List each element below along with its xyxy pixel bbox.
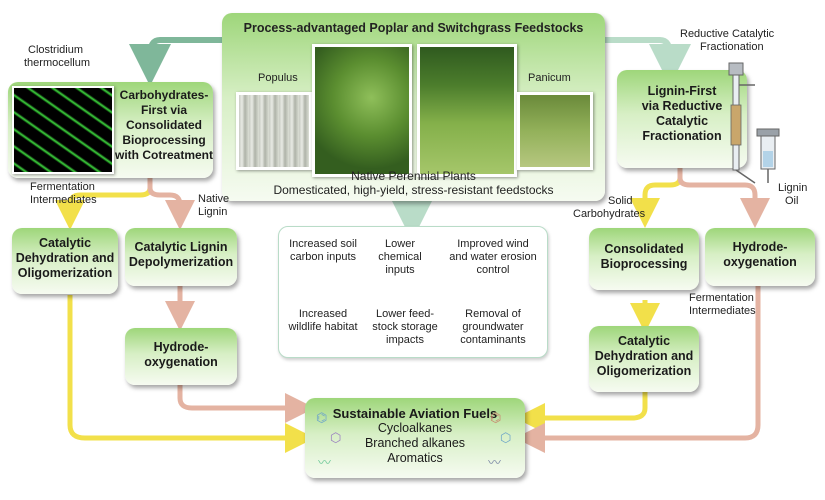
lignin-oil-label-2: Oil [785, 195, 799, 207]
arrow-left-yellow-to-saf [67, 295, 315, 453]
saf-item-cycloalkanes: Cycloalkanes [377, 421, 453, 435]
right-catalytic-dehydration-box: Catalytic Dehydration and Oligomerizatio… [589, 326, 699, 392]
feedstock-title: Process-advantaged Poplar and Switchgras… [243, 21, 584, 35]
benefits-box [278, 226, 548, 358]
benefit-chemical-inputs: Lower chemical inputs [378, 238, 422, 276]
arrow-right-yellow-to-saf [515, 392, 648, 433]
molecule-icon-right-2: ⬡ [500, 430, 512, 445]
arrow-right-solid-carbs [630, 168, 683, 228]
populus-tree-image [312, 44, 412, 177]
feedstock-subtitle-1: Native Perennial Plants [351, 169, 476, 183]
right-fermentation-label-2: Intermediates [689, 305, 756, 317]
populus-label: Populus [258, 72, 298, 84]
arrow-right-lignin-oil [677, 168, 770, 228]
benefit-groundwater: Removal of groundwater contaminants [460, 308, 526, 346]
arrow-top-to-left [129, 37, 225, 86]
saf-item-branched: Branched alkanes [364, 436, 466, 450]
saf-item-aromatics: Aromatics [387, 451, 443, 465]
populus-forest-image [236, 92, 312, 170]
solid-carbs-label-1: Solid [608, 195, 633, 207]
benefit-storage: Lower feed-stock storage impacts [372, 308, 438, 346]
saf-title: Sustainable Aviation Fuels [332, 406, 498, 421]
catalytic-lignin-box: Catalytic Lignin Depolymerization [125, 228, 237, 286]
rcf-label-2: Fractionation [700, 41, 764, 53]
rcf-label-1: Reductive Catalytic [680, 28, 775, 40]
rcf-apparatus-icon [728, 62, 780, 184]
molecule-icon-right-3: 〰 [488, 455, 502, 470]
left-catalytic-dehydration-box: Catalytic Dehydration and Oligomerizatio… [12, 228, 118, 294]
clostridium-micrograph [12, 86, 114, 174]
panicum-label: Panicum [528, 72, 571, 84]
benefit-soil-carbon: Increased soil carbon inputs [289, 238, 357, 263]
arrow-right-hydrode-to-saf [515, 286, 761, 453]
organism-label-2: thermocellum [24, 57, 91, 69]
molecule-icon-left-1: ⌬ [316, 410, 328, 425]
molecule-icon-right-1: ⌬ [490, 410, 502, 425]
arrow-left-hydrode-to-saf [177, 385, 315, 423]
lignin-first-box: Lignin-First via Reductive Catalytic Fra… [617, 70, 747, 168]
arrow-left-native-lignin [147, 178, 195, 230]
panicum-plot-image [517, 92, 593, 170]
feedstock-subtitle-2: Domesticated, high-yield, stress-resista… [273, 183, 554, 197]
organism-label-1: Clostridium [28, 44, 84, 56]
arrow-top-to-right [605, 37, 691, 86]
molecule-icon-left-3: 〰 [318, 455, 332, 470]
left-hydrode-box: Hydrode- oxygenation [125, 328, 237, 385]
consolidated-bioprocessing-box: Consolidated Bioprocessing [589, 228, 699, 290]
saf-box: Sustainable Aviation Fuels Cycloalkanes … [305, 398, 525, 478]
right-fermentation-label-1: Fermentation [689, 292, 754, 304]
lignin-oil-label-1: Lignin [778, 182, 808, 194]
carbs-first-title: Carbohydrates- First via Consolidated Bi… [115, 88, 214, 162]
right-hydrode-box: Hydrode- oxygenation [705, 228, 815, 286]
left-fermentation-label-2: Intermediates [30, 194, 97, 206]
switchgrass-field-image [417, 44, 517, 177]
solid-carbs-label-2: Carbohydrates [573, 208, 646, 220]
left-fermentation-label-1: Fermentation [30, 181, 95, 193]
benefit-erosion-control: Improved wind and water erosion control [449, 238, 537, 276]
molecule-icon-left-2: ⬡ [330, 430, 342, 445]
native-lignin-label-2: Lignin [198, 206, 228, 218]
benefit-wildlife: Increased wildlife habitat [288, 308, 358, 333]
native-lignin-label-1: Native [198, 193, 230, 205]
